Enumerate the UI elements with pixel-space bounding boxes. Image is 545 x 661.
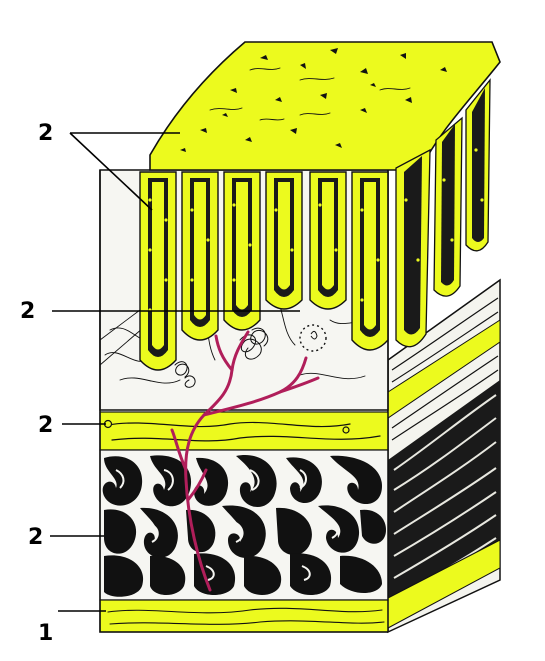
label-serosa: 1 — [38, 621, 53, 646]
label-muscular-layer: 2 — [28, 525, 43, 550]
label-lamina-propria: 2 — [20, 299, 35, 324]
tissue-block — [100, 42, 500, 632]
label-submucosa: 2 — [38, 413, 53, 438]
serosa-yellow-band — [100, 600, 388, 632]
label-surface-epithelium: 2 — [38, 121, 53, 146]
